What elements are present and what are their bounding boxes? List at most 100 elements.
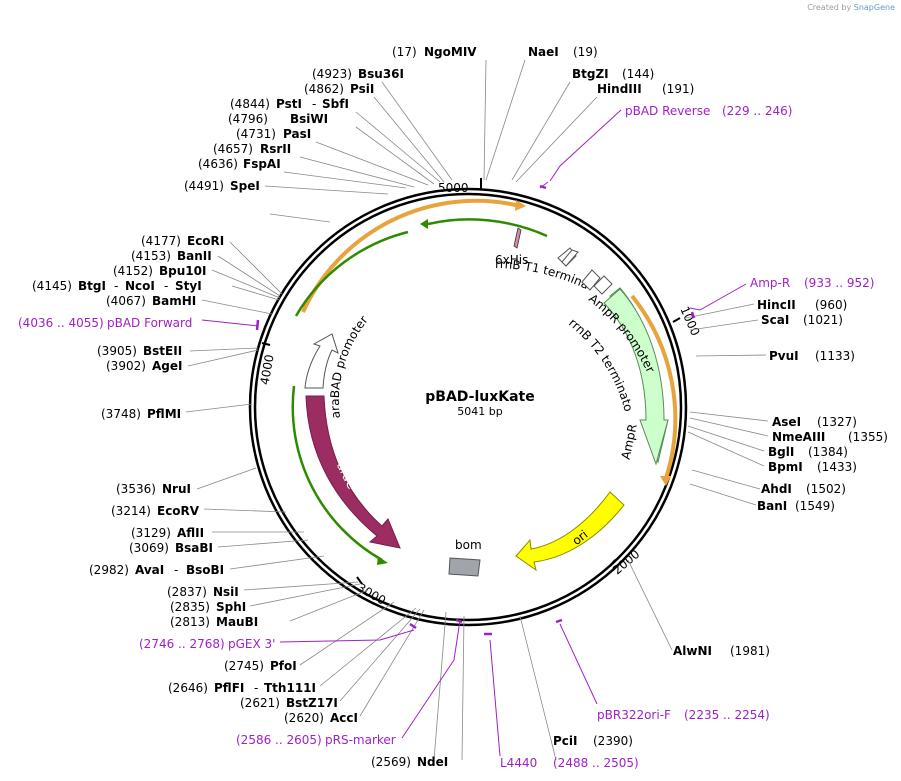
site-bsobi-name: BsoBI [186,563,224,577]
primer-amp-r-name: Amp-R [750,276,790,290]
site-bsteii-pos: (3905) [97,344,137,358]
site-pfoi-pos: (2745) [224,659,264,673]
site-psti-pos: (4844) [230,97,270,111]
site-ecorv-pos: (3214) [111,504,151,518]
site-aflii-name: AflII [177,526,204,540]
site-tth111i-name: Tth111I [264,681,316,695]
green-arc-bottom [291,385,383,562]
site-bsabi-name: BsaBI [175,541,213,555]
site-btgi-sep2: - [164,279,168,293]
site-hincii-pos: (960) [815,298,847,312]
site-pflfi-name: PflFI [214,681,244,695]
site-ndei-pos: (2569) [371,755,411,769]
his-tag-feature [513,227,522,249]
site-styi-name: StyI [175,279,202,293]
rrnb-t1-label: rrnB T1 terminator [0,0,591,292]
site-btgi-sep1: - [114,279,118,293]
primer-pbad-forward-pos: (4036 .. 4055) [18,316,104,330]
site-hincii-name: HincII [757,298,796,312]
tick-marks [261,178,681,585]
site-asei-pos: (1327) [817,415,857,429]
site-nmeaiii-pos: (1355) [848,430,888,444]
tick-4000: 4000 [258,353,277,386]
site-pasi-pos: (4731) [236,127,276,141]
site-hindiii-pos: (191) [662,82,694,96]
ampr-body [603,288,669,466]
bom-label: bom [455,538,482,552]
green-arc-top2 [427,218,548,238]
site-ahdi-pos: (1502) [806,482,846,496]
arabad-promoter-label: araBAD promoter [328,313,371,419]
site-leader-lines [185,59,769,761]
site-spei-name: SpeI [230,179,260,193]
his-tag-label: 6xHis [495,253,528,267]
site-pvui-name: PvuI [769,349,799,363]
snapgene-brand: SnapGene [853,3,895,12]
site-sphi-name: SphI [216,600,246,614]
site-bani-name: BanI [757,499,787,513]
site-pvui-pos: (1133) [815,349,855,363]
site-agei-pos: (3902) [106,359,146,373]
arabad-promoter-feature [304,333,339,389]
site-avai-name: AvaI [135,563,164,577]
primer-pgex3-name: pGEX 3' [228,637,275,651]
bom-feature [448,557,481,577]
site-scai-name: ScaI [761,313,789,327]
site-alwni-pos: (1981) [730,644,770,658]
site-bstz17i-name: BstZ17I [286,696,338,710]
site-psii-pos: (4862) [304,82,344,96]
primer-prs-marker-name: pRS-marker [325,733,396,747]
site-bamhi-name: BamHI [152,294,196,308]
site-bpu10i-pos: (4152) [113,264,153,278]
site-aflii-pos: (3129) [131,526,171,540]
site-bpmi-pos: (1433) [817,460,857,474]
primer-pbad-forward-name: pBAD Forward [107,316,192,330]
ori-feature [515,491,625,572]
site-bstz17i-pos: (2621) [240,696,280,710]
site-bpu10i-name: Bpu10I [159,264,206,278]
site-ncoi-name: NcoI [125,279,155,293]
site-ecorv-name: EcoRV [157,504,200,518]
site-alwni-name: AlwNI [673,644,712,658]
site-ahdi-name: AhdI [761,482,792,496]
site-nsii-pos: (2837) [167,585,207,599]
site-ecori-pos: (4177) [141,234,181,248]
site-naei-name: NaeI [528,45,559,59]
site-nrui-name: NruI [162,482,191,496]
site-bsiwi-name: BsiWI [290,112,328,126]
site-pfoi-name: PfoI [270,659,297,673]
ampr-promoter-feature [593,275,613,295]
site-hindiii-name: HindIII [597,82,642,96]
site-bani-pos: (1549) [795,499,835,513]
primer-amp-r-pos: (933 .. 952) [804,276,874,290]
site-psti-name: PstI [276,97,302,111]
orange-arc-right [630,294,678,479]
credit-prefix: Created by [807,3,852,12]
primer-l4440-name: L4440 [500,756,537,770]
site-bgli-pos: (1384) [808,445,848,459]
feature-arcs [291,198,678,565]
site-acci-pos: (2620) [284,711,324,725]
site-btgzi-pos: (144) [622,67,654,81]
site-rsrii-pos: (4657) [213,142,253,156]
site-pflmi-pos: (3748) [101,407,141,421]
green-arc-top-arrow [420,219,428,229]
site-bsu36i-pos: (4923) [312,67,352,81]
site-pflmi-name: PflMI [147,407,181,421]
site-btgzi-name: BtgZI [572,67,609,81]
primer-pgex3-pos: (2746 .. 2768) [139,637,225,651]
site-agei-name: AgeI [152,359,182,373]
site-avai-pos: (2982) [89,563,129,577]
site-psii-name: PsiI [350,82,374,96]
primer-prs-marker-pos: (2586 .. 2605) [236,733,322,747]
site-pcii-pos: (2390) [593,734,633,748]
site-bsu36i-name: Bsu36I [358,67,404,81]
primer-l4440-pos: (2488 .. 2505) [553,756,639,770]
rrnb-t2-feature [581,269,601,291]
site-pflfi-sep: - [254,681,258,695]
site-ecori-name: EcoRI [187,234,224,248]
site-naei-pos: (19) [573,45,598,59]
orange-arc-left [301,198,521,313]
orange-arc-right-arrow [660,476,671,486]
snapgene-credit: Created by SnapGene [807,3,895,12]
